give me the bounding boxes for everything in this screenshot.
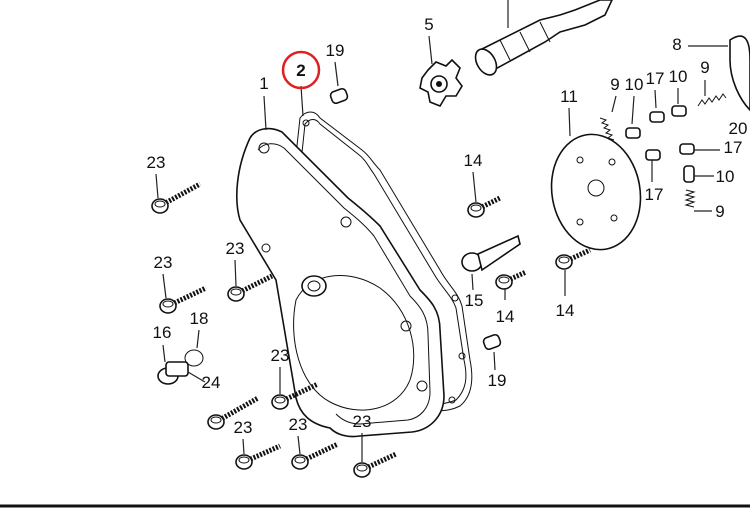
callout-c17a: 17: [646, 69, 665, 88]
bolt: [151, 181, 202, 214]
callout-c14c: 14: [556, 301, 575, 320]
bolt: [159, 285, 208, 314]
callout-c23c: 23: [154, 253, 173, 272]
callout-c17b: 17: [724, 138, 743, 157]
callout-c23a: 23: [147, 153, 166, 172]
bolt: [555, 247, 592, 270]
housing-edge: [729, 35, 750, 112]
callout-c2: 2: [296, 61, 305, 80]
callout-c16: 16: [153, 323, 172, 342]
callout-c19b: 19: [488, 371, 507, 390]
sprocket: [419, 58, 463, 107]
callout-c23g: 23: [353, 412, 372, 431]
bolt: [353, 451, 398, 478]
plug-and-ring: [157, 349, 204, 385]
callout-c9b: 9: [700, 58, 709, 77]
callout-c23e: 23: [234, 418, 253, 437]
bolt: [291, 441, 340, 470]
disc: [550, 133, 642, 251]
callout-c19a: 19: [326, 41, 345, 60]
bolt: [495, 269, 528, 290]
bolt: [467, 195, 502, 218]
callout-c9a: 9: [610, 75, 619, 94]
callout-c5: 5: [424, 15, 433, 34]
callout-c15: 15: [465, 291, 484, 310]
shaft: [474, 0, 613, 76]
springs-pins: [599, 93, 727, 208]
bolt: [271, 381, 320, 410]
cover: [236, 127, 445, 438]
leader-line: [234, 259, 237, 287]
callout-c23b: 23: [226, 239, 245, 258]
callout-c11: 11: [560, 87, 578, 106]
callout-c24: 24: [202, 373, 221, 392]
bolts: [151, 171, 592, 478]
callout-c10c: 10: [716, 167, 735, 186]
callout-c23d: 23: [271, 346, 290, 365]
leader-line: [242, 438, 245, 455]
callout-c9c: 9: [715, 202, 724, 221]
callout-c17c: 17: [645, 185, 664, 204]
callout-c10a: 10: [625, 75, 644, 94]
leader-line: [162, 273, 167, 299]
bolt: [207, 395, 260, 430]
callout-c18: 18: [190, 309, 209, 328]
dowel-pins: [329, 87, 502, 351]
highlight-circle: [281, 50, 321, 90]
callout-c20: 20: [729, 119, 748, 138]
callout-c8: 8: [672, 35, 681, 54]
callout-c14a: 14: [464, 151, 483, 170]
callout-c23f: 23: [289, 415, 308, 434]
callout-c14b: 14: [496, 307, 515, 326]
callout-c10b: 10: [669, 67, 688, 86]
large-bolt-15: [461, 234, 521, 272]
callout-c1: 1: [259, 74, 268, 93]
bolt: [235, 443, 282, 470]
leader-line: [297, 435, 301, 455]
bolt: [227, 273, 274, 302]
leader-line: [155, 173, 159, 199]
leader-line: [472, 171, 477, 203]
